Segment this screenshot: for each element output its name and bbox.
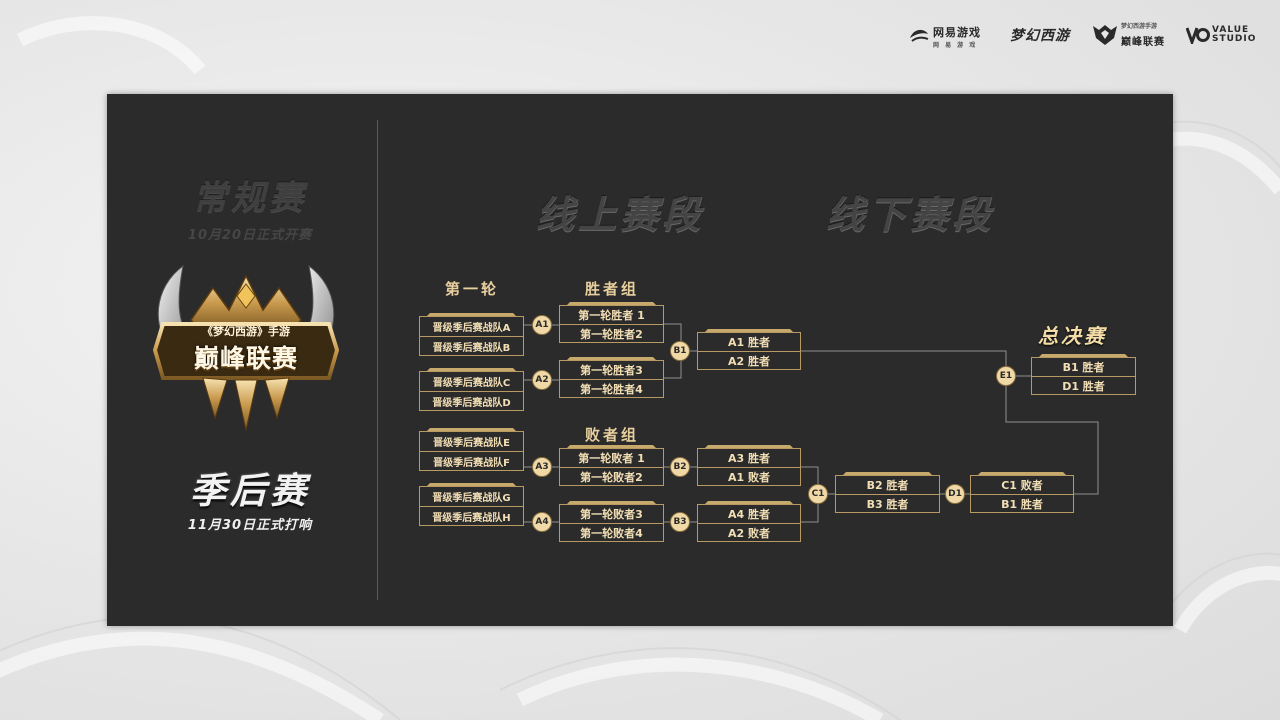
team-slot: A1 胜者: [728, 336, 770, 349]
losers-r2-match-1: A3 胜者 A1 败者: [697, 448, 801, 486]
regular-season-date: 10月20日正式开赛: [187, 228, 313, 243]
round1-match-4: 晋级季后赛战队G 晋级季后赛战队H: [419, 486, 524, 526]
logo-league-sub: 梦幻西游手游: [1121, 23, 1158, 30]
grand-final-match: B1 胜者 D1 胜者: [1031, 357, 1136, 395]
round-marker-a3: A3: [532, 457, 552, 477]
team-slot: A1 败者: [698, 467, 800, 485]
losers-r1-match-1: 第一轮败者 1 第一轮败者2: [559, 448, 664, 486]
team-slot: 晋级季后赛战队A: [432, 323, 511, 334]
winners-final-match: A1 胜者 A2 胜者: [697, 332, 801, 370]
logo-netease: 网易游戏 网 易 游 戏: [908, 22, 981, 49]
round-marker-e1: E1: [996, 366, 1016, 386]
team-slot: D1 胜者: [1032, 376, 1135, 394]
team-slot: A2 胜者: [698, 351, 800, 369]
winners-r1-match-1: 第一轮胜者 1 第一轮胜者2: [559, 305, 664, 343]
team-slot: 晋级季后赛战队B: [420, 336, 523, 355]
losers-bracket-label: 败者组: [584, 426, 639, 444]
logo-league: 梦幻西游手游 巅峰联赛: [1092, 22, 1165, 48]
panel-divider: [377, 120, 378, 600]
playoffs-date: 11月30日正式打响: [187, 518, 313, 533]
logo-netease-text: 网易游戏: [933, 26, 981, 39]
grand-final-label: 总决赛: [1038, 324, 1107, 348]
team-slot: 第一轮胜者 1: [578, 309, 645, 322]
logo-netease-sub: 网 易 游 戏: [933, 42, 978, 49]
team-slot: 晋级季后赛战队H: [420, 506, 523, 525]
round1-match-1: 晋级季后赛战队A 晋级季后赛战队B: [419, 316, 524, 356]
round-marker-c1: C1: [808, 484, 828, 504]
round1-match-3: 晋级季后赛战队E 晋级季后赛战队F: [419, 431, 524, 471]
logo-league-text: 巅峰联赛: [1121, 37, 1165, 48]
team-slot: 晋级季后赛战队G: [432, 493, 511, 504]
team-slot: 第一轮败者 1: [578, 452, 645, 465]
team-slot: 晋级季后赛战队D: [420, 391, 523, 410]
team-slot: 晋级季后赛战队E: [433, 438, 510, 449]
league-emblem-icon: [152, 264, 340, 431]
team-slot: 第一轮胜者4: [560, 379, 663, 397]
offline-stage-title: 线下赛段: [826, 193, 995, 237]
round1-match-2: 晋级季后赛战队C 晋级季后赛战队D: [419, 371, 524, 411]
logo-studio-text: STUDIO: [1212, 34, 1257, 44]
team-slot: A4 胜者: [728, 508, 770, 521]
team-slot: B3 胜者: [836, 494, 939, 512]
team-slot: 第一轮败者3: [580, 508, 643, 521]
round-marker-a2: A2: [532, 370, 552, 390]
winners-bracket-label: 胜者组: [584, 280, 639, 298]
team-slot: 第一轮败者4: [560, 523, 663, 541]
losers-r1-match-2: 第一轮败者3 第一轮败者4: [559, 504, 664, 542]
team-slot: 晋级季后赛战队C: [432, 378, 511, 389]
round-marker-a4: A4: [532, 512, 552, 532]
team-slot: B1 胜者: [971, 494, 1073, 512]
playoffs-title: 季后赛: [189, 471, 310, 512]
round1-label: 第一轮: [444, 280, 499, 298]
team-slot: A3 胜者: [728, 452, 770, 465]
emblem-subtitle: 《梦幻西游》手游: [202, 325, 290, 338]
team-slot: 晋级季后赛战队F: [420, 451, 523, 470]
online-stage-title: 线上赛段: [536, 193, 705, 237]
losers-r2-match-2: A4 胜者 A2 败者: [697, 504, 801, 542]
regular-season-title: 常规赛: [193, 178, 307, 218]
team-slot: A2 败者: [698, 523, 800, 541]
logo-menghuan: 梦幻西游: [1010, 22, 1070, 48]
emblem-title: 巅峰联赛: [193, 344, 298, 373]
team-slot: B2 胜者: [866, 479, 909, 492]
winners-r1-match-2: 第一轮胜者3 第一轮胜者4: [559, 360, 664, 398]
logo-value-text: VALUE: [1212, 25, 1250, 35]
team-slot: C1 败者: [1001, 479, 1043, 492]
round-marker-b3: B3: [670, 512, 690, 532]
losers-final-match: C1 败者 B1 胜者: [970, 475, 1074, 513]
round-marker-a1: A1: [532, 315, 552, 335]
team-slot: 第一轮胜者3: [580, 364, 643, 377]
league-shield-icon: [1093, 25, 1117, 45]
logo-menghuan-text: 梦幻西游: [1010, 28, 1070, 44]
round-marker-b2: B2: [670, 457, 690, 477]
team-slot: B1 胜者: [1062, 361, 1105, 374]
team-slot: 第一轮败者2: [560, 467, 663, 485]
netease-icon: [910, 29, 929, 42]
losers-r3-match: B2 胜者 B3 胜者: [835, 475, 940, 513]
team-slot: 第一轮胜者2: [560, 324, 663, 342]
round-marker-d1: D1: [945, 484, 965, 504]
logo-value-studio: VALUE STUDIO: [1186, 22, 1256, 48]
value-studio-icon: [1186, 27, 1210, 44]
round-marker-b1: B1: [670, 341, 690, 361]
